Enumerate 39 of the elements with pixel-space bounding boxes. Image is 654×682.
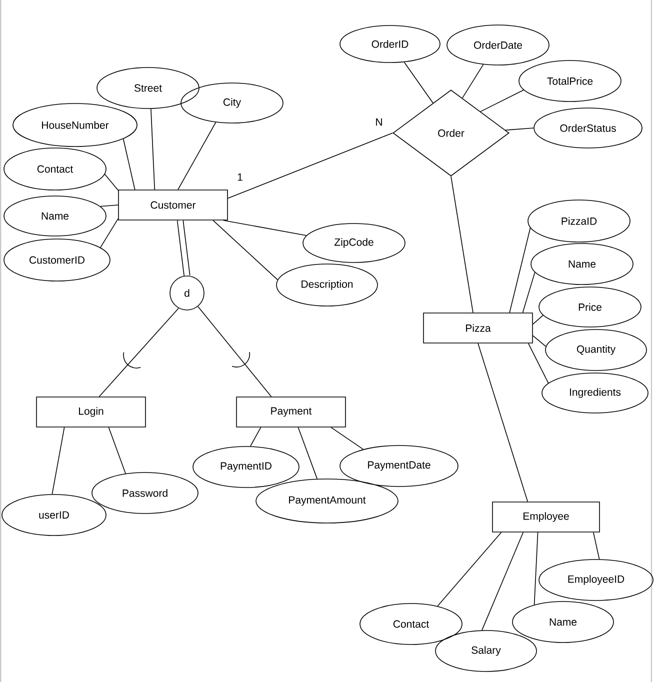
connector-line <box>437 532 502 606</box>
connector-line <box>198 306 272 397</box>
connector-line <box>480 90 524 112</box>
connector-line <box>528 343 549 384</box>
connector-line <box>100 204 118 207</box>
connector-line <box>228 132 393 199</box>
connector-line <box>478 343 528 502</box>
connector-line <box>212 220 278 280</box>
connector-line <box>122 138 136 190</box>
connector-line <box>534 532 538 606</box>
connector-line <box>482 532 524 631</box>
connector-line <box>100 218 118 248</box>
connector-line <box>462 64 484 98</box>
connector-line <box>593 532 600 560</box>
connector-line <box>298 427 318 480</box>
connector-line <box>450 176 474 313</box>
connector-line <box>150 108 156 190</box>
connector-line <box>222 220 307 236</box>
connector-line <box>522 272 536 313</box>
double-line <box>176 220 190 276</box>
entity-box: Pizza <box>423 312 533 344</box>
entity-box: Payment <box>236 396 346 428</box>
cardinality-label: 1 <box>238 173 242 181</box>
connector-line <box>178 122 216 190</box>
connector-line <box>532 335 546 347</box>
entity-box: Login <box>36 396 146 428</box>
connector-line <box>104 174 118 191</box>
connector-line <box>404 62 434 104</box>
entity-box: Customer <box>118 190 228 220</box>
connector-line <box>509 227 531 313</box>
connector-line <box>532 314 544 325</box>
connector-line <box>330 427 364 450</box>
entity-box: Employee <box>492 502 600 532</box>
connector-line <box>505 128 534 131</box>
connector-line <box>52 427 65 495</box>
cardinality-label: N <box>376 118 382 126</box>
connector-line <box>98 308 179 397</box>
connector-line <box>250 427 262 447</box>
connector-line <box>108 427 126 474</box>
